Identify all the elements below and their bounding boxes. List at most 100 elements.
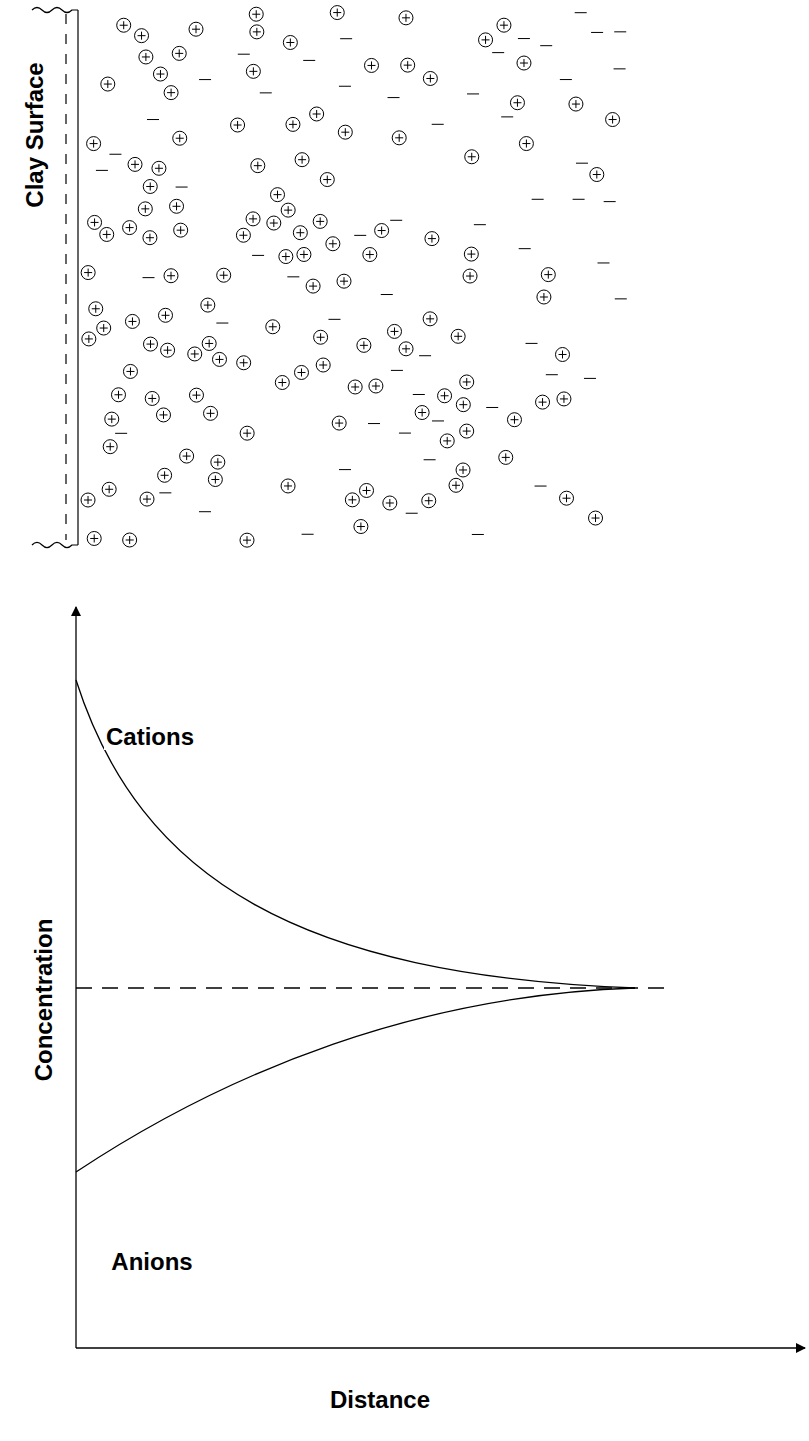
cation [589, 511, 603, 525]
anion [252, 255, 264, 256]
anion [486, 407, 498, 408]
cation [569, 97, 583, 111]
cation [139, 50, 153, 64]
cation [423, 71, 437, 85]
cation [297, 247, 311, 261]
cation [102, 482, 116, 496]
cation [189, 388, 203, 402]
anion [339, 86, 351, 87]
cation [211, 455, 225, 469]
cation [251, 159, 265, 173]
cation [295, 153, 309, 167]
anion [474, 224, 486, 225]
cation [338, 125, 352, 139]
cation [170, 199, 184, 213]
anion [406, 513, 418, 514]
cation [497, 18, 511, 32]
cation [249, 7, 263, 21]
anion [143, 277, 155, 278]
cation [456, 463, 470, 477]
anion [519, 248, 531, 249]
cation [158, 468, 172, 482]
cation [174, 223, 188, 237]
anion [216, 323, 228, 324]
axis-label: Distance [328, 1387, 432, 1413]
anion [419, 355, 431, 356]
anion [413, 394, 425, 395]
anion [302, 534, 314, 535]
anion [604, 201, 616, 202]
cation [314, 330, 328, 344]
cation [399, 342, 413, 356]
anion [303, 60, 315, 61]
anion [354, 235, 366, 236]
cation [138, 202, 152, 216]
cation [158, 308, 172, 322]
anion [573, 199, 585, 200]
cation [87, 531, 101, 545]
cation [460, 375, 474, 389]
cation [320, 173, 334, 187]
anion [615, 298, 627, 299]
cation [144, 337, 158, 351]
cation [337, 274, 351, 288]
concentration-chart [76, 607, 805, 1348]
anion [535, 486, 547, 487]
cation [152, 161, 166, 175]
cation [369, 379, 383, 393]
cation [103, 440, 117, 454]
cation [87, 137, 101, 151]
cation [345, 493, 359, 507]
cation [267, 216, 281, 230]
cation [306, 279, 320, 293]
cation [510, 96, 524, 110]
cation [281, 479, 295, 493]
cation [415, 406, 429, 420]
cation [201, 298, 215, 312]
cation [364, 58, 378, 72]
cation [479, 33, 493, 47]
cation [281, 203, 295, 217]
cation [463, 269, 477, 283]
cation [438, 389, 452, 403]
cation [360, 483, 374, 497]
anion [147, 119, 159, 120]
anion [614, 68, 626, 69]
anion [526, 343, 538, 344]
cation [246, 64, 260, 78]
cation [399, 11, 413, 25]
anion [432, 420, 444, 421]
anion [199, 511, 211, 512]
cation [460, 424, 474, 438]
cation [465, 150, 479, 164]
cation [204, 406, 218, 420]
cation [143, 179, 157, 193]
anion [614, 31, 626, 32]
cation [422, 494, 436, 508]
anion [388, 97, 400, 98]
cation [81, 493, 95, 507]
anion [591, 32, 603, 33]
anion [109, 154, 121, 155]
cation [316, 358, 330, 372]
cation [250, 25, 264, 39]
anion [328, 319, 340, 320]
anion [540, 45, 552, 46]
anion [339, 469, 351, 470]
anion [159, 492, 171, 493]
cation-curve [76, 680, 635, 988]
anion [176, 187, 188, 188]
anion [381, 294, 393, 295]
cation [125, 314, 139, 328]
cation [590, 168, 604, 182]
anion [576, 163, 588, 164]
anion [340, 38, 352, 39]
anion [598, 262, 610, 263]
cation [180, 449, 194, 463]
cation [401, 58, 415, 72]
cation [236, 228, 250, 242]
cation [275, 376, 289, 390]
cation [286, 117, 300, 131]
cation [499, 450, 513, 464]
